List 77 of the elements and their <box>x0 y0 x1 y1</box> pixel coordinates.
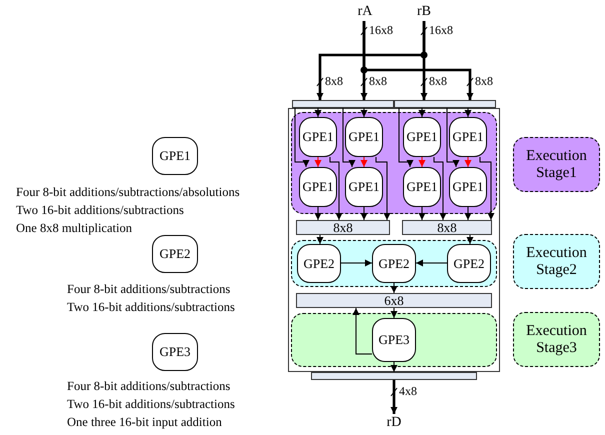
gpe-block: GPE1 <box>403 167 441 207</box>
description-text: One 8x8 multiplication <box>16 220 132 237</box>
arrow <box>390 282 398 294</box>
bus-bar <box>394 100 496 108</box>
arrow <box>314 206 322 220</box>
bus-width-label: 8x8 <box>325 74 343 89</box>
gpe-block: GPE1 <box>345 167 383 207</box>
arrow <box>418 206 426 220</box>
arrow <box>360 108 368 118</box>
gpe-block: GPE2 <box>372 244 416 283</box>
arrow <box>480 156 494 220</box>
arrow <box>466 234 474 244</box>
gpe-block: GPE2 <box>152 235 198 273</box>
arrow <box>390 380 398 414</box>
stage-region <box>291 112 497 214</box>
stage-tag: Execution Stage3 <box>513 312 600 367</box>
arrow <box>352 308 372 354</box>
description-text: Two 16-bit additions/subtractions <box>67 396 235 413</box>
arrow <box>390 308 398 318</box>
gpe-block: GPE3 <box>372 318 416 362</box>
bus-width-label: 4x8 <box>399 384 417 399</box>
arrow <box>434 156 446 220</box>
arrow <box>418 156 426 168</box>
gpe-block: GPE1 <box>299 167 337 207</box>
bus-width-label: 8x8 <box>475 74 493 89</box>
arrow <box>314 156 322 168</box>
bus-bar <box>292 100 394 108</box>
arrow <box>330 156 342 220</box>
bus-bar <box>311 372 477 380</box>
arrow <box>360 156 368 168</box>
arrow <box>314 108 322 118</box>
arrow <box>340 260 372 266</box>
stage-tag: Execution Stage2 <box>513 234 600 289</box>
gpe-block: GPE2 <box>297 244 341 283</box>
arrow <box>398 108 414 168</box>
description-text: Two 16-bit additions/subtractions <box>67 299 235 316</box>
stage-region <box>291 240 497 287</box>
datapath-frame <box>288 108 500 372</box>
arrow <box>464 206 472 220</box>
arrow <box>390 362 398 372</box>
description-text: Four 8-bit additions/subtractions <box>67 281 230 298</box>
gpe-block: GPE1 <box>449 117 487 157</box>
arrow <box>376 156 390 220</box>
gpe-block: GPE1 <box>449 167 487 207</box>
description-text: Four 8-bit additions/subtractions/absolutions <box>16 184 240 201</box>
stage-tag: Execution Stage1 <box>513 137 600 192</box>
description-text: Four 8-bit additions/subtractions <box>67 378 230 395</box>
bus-width-label: 8x8 <box>429 74 447 89</box>
signal-label: rA <box>355 3 375 21</box>
arrow <box>446 108 460 168</box>
buffer-bar: 8x8 <box>402 220 492 235</box>
signal-label: rB <box>414 3 434 21</box>
buffer-bar: 6x8 <box>296 293 492 308</box>
arrow <box>416 260 448 266</box>
arrow <box>464 108 472 118</box>
gpe-block: GPE1 <box>152 137 198 175</box>
bus-width-label: 8x8 <box>369 74 387 89</box>
gpe-block: GPE1 <box>403 117 441 157</box>
gpe-block: GPE1 <box>345 117 383 157</box>
buffer-bar: 8x8 <box>296 220 390 235</box>
arrow <box>316 234 324 244</box>
description-text: Two 16-bit additions/subtractions <box>16 202 184 219</box>
arrow <box>418 108 426 118</box>
gpe-block: GPE1 <box>299 117 337 157</box>
arrow <box>342 108 356 168</box>
gpe-block: GPE3 <box>152 333 198 371</box>
stage-region <box>291 313 497 367</box>
bus-width-label: 16x8 <box>429 23 453 38</box>
signal-label: rD <box>384 414 404 432</box>
arrow <box>360 206 368 220</box>
arrow <box>294 108 310 168</box>
bus-width-label: 16x8 <box>369 23 393 38</box>
description-text: One three 16-bit input addition <box>67 414 222 431</box>
gpe-block: GPE2 <box>447 244 491 283</box>
arrow <box>464 156 472 168</box>
arrow <box>362 21 474 100</box>
arrow <box>420 21 428 100</box>
